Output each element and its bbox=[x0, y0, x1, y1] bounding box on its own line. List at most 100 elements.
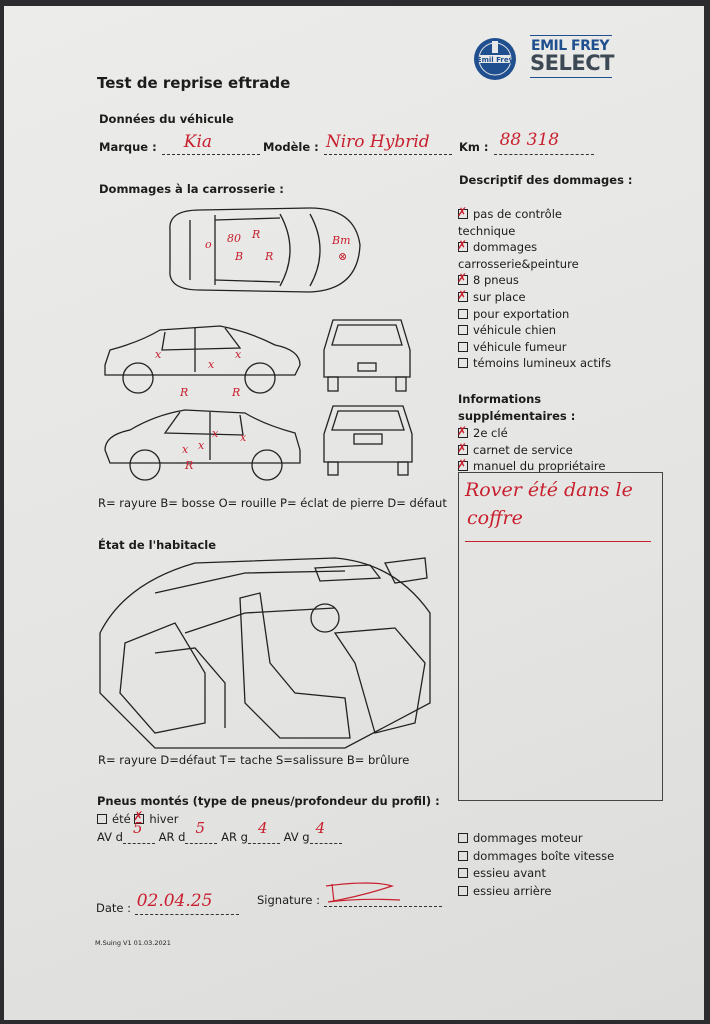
interior-heading: État de l'habitacle bbox=[98, 538, 217, 552]
svg-text:R: R bbox=[251, 228, 260, 241]
svg-text:⊗: ⊗ bbox=[338, 250, 347, 263]
km-field[interactable]: Km : 88 318 bbox=[459, 130, 594, 155]
notes-box[interactable]: Rover été dans le coffre bbox=[458, 472, 663, 801]
checkbox-essieu-arriere[interactable]: essieu arrière bbox=[458, 883, 614, 901]
checkbox-label: 2e clé bbox=[473, 426, 508, 440]
hiver-label: hiver bbox=[149, 812, 179, 826]
ete-checkbox[interactable]: été bbox=[97, 812, 131, 826]
logo-brand-top: EMIL FREY bbox=[531, 38, 610, 54]
notes-line-1[interactable]: Rover été dans le bbox=[465, 479, 633, 501]
checkbox-label: essieu avant bbox=[473, 866, 546, 881]
checkbox-temoins-lumineux[interactable]: témoins lumineux actifs bbox=[458, 355, 611, 372]
svg-text:R: R bbox=[184, 459, 193, 472]
ar-g-label: AR g bbox=[221, 830, 248, 844]
logo-brand-bottom: SELECT bbox=[530, 51, 614, 75]
checkbox-label: carnet de service bbox=[473, 442, 573, 457]
interior-legend: R= rayure D=défaut T= tache S=salissure … bbox=[98, 753, 410, 767]
svg-text:x: x bbox=[208, 358, 215, 371]
svg-text:x: x bbox=[182, 443, 189, 456]
page-title: Test de reprise eftrade bbox=[97, 74, 291, 92]
hiver-checkbox[interactable]: hiver bbox=[133, 809, 179, 826]
svg-text:80: 80 bbox=[227, 232, 241, 245]
checkbox-label: véhicule fumeur bbox=[473, 339, 567, 354]
form-page bbox=[4, 6, 704, 1020]
svg-text:x: x bbox=[155, 348, 162, 361]
checkbox-carnet-service[interactable]: carnet de service bbox=[457, 440, 605, 459]
checkbox-label: dommages moteur bbox=[473, 831, 583, 845]
checkbox-essieu-avant[interactable]: essieu avant bbox=[458, 865, 614, 883]
av-g-value[interactable]: 4 bbox=[315, 819, 326, 837]
svg-text:R: R bbox=[264, 250, 273, 263]
checkbox-label: manuel du propriétaire bbox=[473, 459, 606, 473]
modele-value[interactable]: Niro Hybrid bbox=[325, 132, 430, 152]
extra-info-heading-line2: supplémentaires : bbox=[458, 409, 576, 423]
ar-d-value[interactable]: 5 bbox=[195, 819, 205, 837]
logo-rule bbox=[530, 77, 612, 78]
km-label: Km : bbox=[459, 140, 489, 154]
checkbox-manuel-proprietaire[interactable]: manuel du propriétaire bbox=[457, 456, 606, 475]
checkbox-vehicule-fumeur[interactable]: véhicule fumeur bbox=[458, 339, 611, 356]
ar-g-field[interactable]: AR g 4 bbox=[221, 819, 280, 844]
date-value[interactable]: 02.04.25 bbox=[136, 891, 213, 911]
svg-text:x: x bbox=[198, 439, 205, 452]
checkbox-vehicule-chien[interactable]: véhicule chien bbox=[458, 322, 611, 339]
interior-diagram[interactable] bbox=[95, 553, 435, 753]
checkbox-label: dommages bbox=[473, 240, 538, 255]
modele-field[interactable]: Modèle : Niro Hybrid bbox=[263, 132, 452, 155]
checkbox-label: pour exportation bbox=[473, 306, 570, 321]
checkbox-dommages-boite[interactable]: dommages boîte vitesse bbox=[458, 848, 614, 866]
svg-text:R: R bbox=[179, 386, 188, 399]
vehicle-heading: Données du véhicule bbox=[99, 112, 234, 126]
svg-text:x: x bbox=[212, 427, 219, 440]
signature-scribble bbox=[325, 882, 401, 903]
car-rear-view-diagram[interactable] bbox=[318, 402, 418, 477]
checkbox-2e-cle[interactable]: 2e clé bbox=[457, 423, 605, 442]
svg-text:x: x bbox=[235, 348, 242, 361]
extra-info-heading: Informations supplémentaires : bbox=[458, 391, 575, 425]
marque-value[interactable]: Kia bbox=[183, 132, 213, 152]
checkbox-dommages-carrosserie[interactable]: dommages bbox=[457, 237, 611, 256]
signature-label: Signature : bbox=[257, 893, 321, 907]
mechanical-list: dommages moteur dommages boîte vitesse e… bbox=[458, 830, 614, 900]
av-d-value[interactable]: 5 bbox=[132, 819, 143, 837]
svg-text:o: o bbox=[205, 238, 212, 251]
tires-heading: Pneus montés (type de pneus/profondeur d… bbox=[97, 794, 440, 808]
notes-line-2[interactable]: coffre bbox=[467, 507, 523, 529]
svg-text:Emil Frey: Emil Frey bbox=[477, 56, 514, 64]
car-front-view-diagram[interactable] bbox=[318, 315, 416, 393]
svg-text:R: R bbox=[231, 386, 240, 399]
damage-desc-heading: Descriptif des dommages : bbox=[459, 173, 633, 187]
modele-label: Modèle : bbox=[263, 140, 319, 154]
extra-info-heading-line1: Informations bbox=[458, 392, 542, 406]
checkbox-label: témoins lumineux actifs bbox=[473, 356, 612, 371]
date-label: Date : bbox=[96, 901, 132, 915]
checkbox-8-pneus[interactable]: 8 pneus bbox=[457, 270, 611, 289]
checkbox-pas-de-controle[interactable]: pas de contrôle bbox=[457, 204, 611, 223]
marque-label: Marque : bbox=[99, 140, 157, 154]
car-left-side-diagram[interactable]: x x x R R bbox=[100, 320, 305, 399]
date-field[interactable]: Date : 02.04.25 bbox=[96, 891, 239, 915]
ar-g-value[interactable]: 4 bbox=[257, 819, 268, 837]
marque-field[interactable]: Marque : Kia bbox=[99, 132, 260, 155]
checkbox-label: 8 pneus bbox=[473, 273, 519, 288]
signature-field[interactable]: Signature : bbox=[257, 892, 442, 907]
version-footer: M.Suing V1 01.03.2021 bbox=[95, 939, 171, 947]
checkbox-dommages-moteur[interactable]: dommages moteur bbox=[458, 830, 614, 848]
checkbox-label: véhicule chien bbox=[473, 323, 557, 338]
checkbox-sur-place[interactable]: sur place bbox=[457, 287, 611, 306]
svg-text:B: B bbox=[234, 250, 243, 263]
body-damage-legend: R= rayure B= bosse O= rouille P= éclat d… bbox=[98, 496, 447, 510]
ete-label: été bbox=[112, 812, 131, 826]
checkbox-label: pas de contrôle bbox=[473, 207, 562, 221]
checkbox-pour-exportation[interactable]: pour exportation bbox=[458, 306, 611, 323]
checkbox-label: dommages boîte vitesse bbox=[473, 848, 615, 863]
km-value[interactable]: 88 318 bbox=[499, 130, 560, 150]
checkbox-label: essieu arrière bbox=[473, 883, 552, 898]
emil-frey-seal-icon: Emil Frey bbox=[474, 38, 516, 80]
body-damage-heading: Dommages à la carrosserie : bbox=[99, 182, 284, 196]
